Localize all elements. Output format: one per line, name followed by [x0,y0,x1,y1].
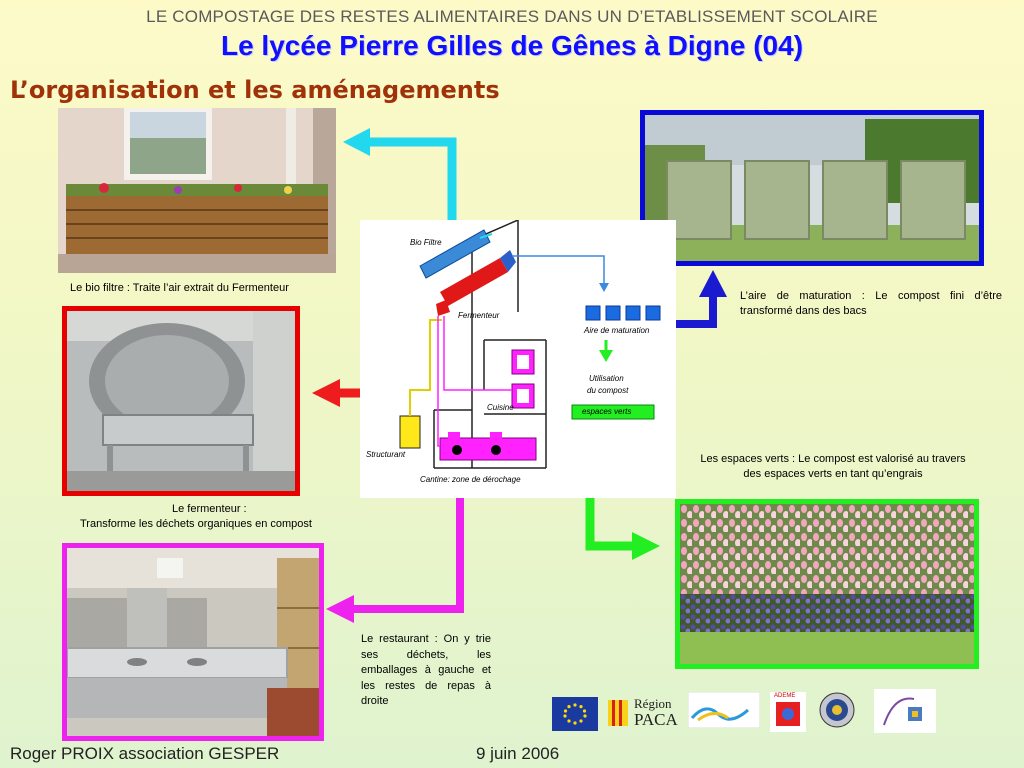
label-utilisation-line2: du compost [587,386,629,395]
schematic-panel: Bio Filtre Fermenteur Aire de maturation… [360,220,676,498]
caption-espaces-verts: Les espaces verts : Le compost est valor… [700,453,966,480]
arrow-magenta [352,497,464,613]
lycee-emblem-icon [874,689,936,733]
paca-label: PACA [634,710,678,729]
restaurant-illustration [66,548,319,736]
caption-restaurant: Le restaurant : On y trie ses déchets, l… [361,633,491,707]
section-title: L’organisation et les aménagements [10,76,500,104]
label-aire-maturation: Aire de maturation [584,326,650,335]
label-structurant: Structurant [366,450,406,459]
label-utilisation-line1: Utilisation [589,374,624,383]
photo-biofiltre [58,108,336,273]
region-label: Région [634,696,672,711]
photo-espaces-verts [675,499,979,669]
ademe-label: ADEME [774,693,796,699]
page-title: Le lycée Pierre Gilles de Gênes à Digne … [220,30,804,61]
label-espaces-verts: espaces verts [582,407,632,416]
biofiltre-illustration [58,108,336,273]
header-top-line: LE COMPOSTAGE DES RESTES ALIMENTAIRES DA… [146,7,878,26]
label-bio-filtre: Bio Filtre [410,238,442,247]
partner-logo-waves [687,691,761,729]
caption-maturation: L’aire de maturation : Le compost fini d… [740,290,1002,317]
ademe-logo: ADEME [770,692,806,732]
arrow-green-head [632,532,660,560]
waves-icon [687,691,761,729]
arrow-green [585,497,632,551]
photo-restaurant [62,543,324,741]
maturation-illustration [645,115,979,261]
arrow-red-head [312,379,340,407]
eu-stars-icon [563,703,587,725]
schematic-drawing [399,220,661,469]
eu-flag-logo [552,697,598,731]
region-paca-logo: Région PACA [606,696,686,732]
caption-biofiltre: Le bio filtre : Traite l’air extrait du … [70,282,289,294]
seal-logo [816,690,858,730]
arrow-cyan-head [343,128,370,156]
seal-icon [819,692,855,728]
arrow-blue-head [699,270,727,297]
arrow-blue [676,296,717,328]
espaces-verts-illustration [680,504,974,664]
photo-fermenteur [62,306,300,496]
paca-shield-icon [608,700,628,726]
fermenteur-illustration [67,311,295,491]
arrow-cyan [368,137,457,225]
arrow-magenta-head [326,595,354,623]
caption-fermenteur-line2: Transforme les déchets organiques en com… [80,518,312,530]
lycee-logo [874,689,936,733]
label-cantine: Cantine: zone de dérochage [420,475,521,484]
footer-author: Roger PROIX association GESPER [10,744,280,763]
photo-maturation [640,110,984,266]
label-cuisine: Cuisine [487,403,514,412]
ademe-icon [776,702,800,726]
label-fermenteur: Fermenteur [458,311,500,320]
footer-date: 9 juin 2006 [476,744,560,763]
caption-fermenteur-line1: Le fermenteur : [172,503,247,515]
